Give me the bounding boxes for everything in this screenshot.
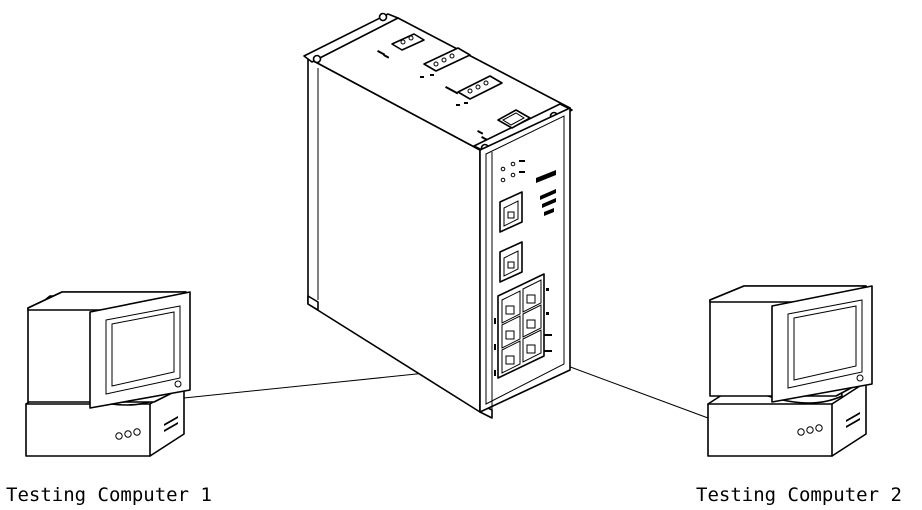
- desktop-computer-icon: [25, 291, 191, 457]
- computer-2-label: Testing Computer 2: [696, 484, 902, 506]
- desktop-computer-icon: [707, 285, 873, 457]
- status-leds: [500, 160, 525, 183]
- computer-1-vents: [164, 416, 178, 432]
- computer-1-label: Testing Computer 1: [6, 484, 212, 506]
- top-panel-markings: [377, 50, 488, 141]
- rj45-port-group: [497, 273, 545, 379]
- top-console-port: [497, 109, 531, 129]
- port-markings: [494, 288, 552, 376]
- uplink-port-1: [499, 191, 523, 233]
- top-terminal-block-2: [423, 47, 471, 72]
- top-terminal-block-3: [457, 75, 503, 100]
- switch-front-panel: [479, 107, 571, 413]
- top-terminal-block-1: [391, 33, 425, 51]
- computer-2-vents: [846, 412, 860, 428]
- uplink-port-2: [499, 241, 523, 283]
- computer-2-drive-buttons: [797, 424, 823, 436]
- computer-1-drive-buttons: [115, 428, 141, 440]
- front-logo: [536, 170, 556, 216]
- industrial-ethernet-switch-icon: [303, 12, 573, 419]
